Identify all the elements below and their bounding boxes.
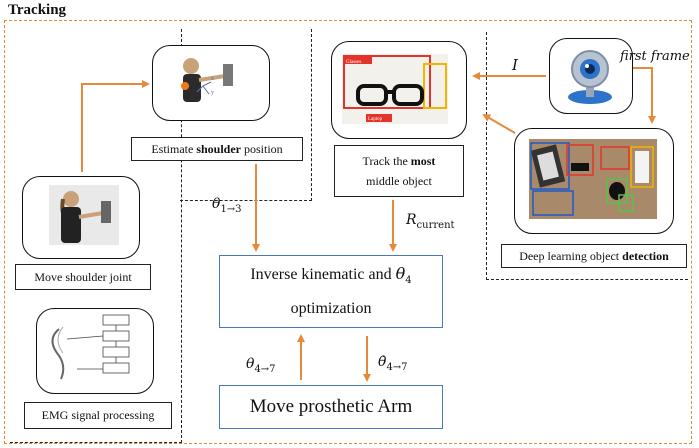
track-label-line2: middle object bbox=[366, 174, 432, 188]
theta47-sub: 4→7 bbox=[254, 363, 276, 375]
move-shoulder-image-box bbox=[22, 176, 140, 259]
ik-line2: optimization bbox=[290, 300, 372, 318]
shoulder-label-post: position bbox=[241, 141, 283, 156]
top-left-dashed-region bbox=[180, 29, 312, 201]
rcurrent-sub: current bbox=[416, 219, 455, 231]
detection-photo bbox=[529, 139, 657, 219]
woman-arm-photo bbox=[49, 185, 119, 245]
tag-laptop: Laptop bbox=[368, 117, 383, 122]
ik-theta-symbol: θ bbox=[395, 263, 406, 283]
svg-text:y: y bbox=[211, 90, 214, 96]
detection-label: Deep learning object detection bbox=[501, 244, 687, 268]
track-label-bold: most bbox=[410, 154, 436, 168]
tag-glasses: Glasses bbox=[346, 60, 361, 65]
svg-text:x: x bbox=[211, 76, 214, 82]
emg-block-diagram bbox=[51, 314, 130, 380]
track-label-pre: Track the bbox=[362, 154, 411, 168]
detection-label-pre: Deep learning object bbox=[519, 248, 623, 263]
rcurrent-symbol: R bbox=[406, 212, 417, 228]
ik-theta-sub: 4 bbox=[405, 275, 412, 287]
ik-line1: Inverse kinematic and θ4 bbox=[250, 260, 411, 295]
label-I: I bbox=[512, 56, 518, 74]
shoulder-illustration: xy bbox=[181, 58, 233, 102]
theta13-sub: 1→3 bbox=[220, 203, 242, 215]
track-label: Track the most middle object bbox=[334, 145, 464, 197]
shoulder-estimate-label: Estimate shoulder position bbox=[131, 137, 303, 161]
tracked-glasses-photo: Glasses Laptop bbox=[342, 54, 448, 124]
theta47dot-symbol: θ̇ bbox=[378, 354, 387, 370]
label-theta47: θ4→7 bbox=[246, 356, 276, 375]
left-dashed-region bbox=[10, 29, 182, 443]
emg-image-box bbox=[36, 308, 154, 394]
label-theta47dot: θ̇4→7 bbox=[378, 354, 408, 373]
emg-label: EMG signal processing bbox=[24, 402, 172, 429]
arrow-move-to-estimate bbox=[81, 80, 150, 172]
webcam-image-box bbox=[549, 38, 633, 114]
detection-label-bold: detection bbox=[622, 248, 669, 263]
arrow-detect-to-track bbox=[482, 113, 516, 134]
ik-line1-text: Inverse kinematic and bbox=[250, 265, 396, 283]
move-prosthetic-arm-box: Move prosthetic Arm bbox=[219, 385, 443, 429]
track-label-line1: Track the most bbox=[363, 151, 436, 171]
theta47-symbol: θ bbox=[246, 356, 255, 372]
webcam-icon bbox=[568, 50, 612, 104]
tracking-frame bbox=[4, 20, 692, 444]
arrow-first-frame bbox=[633, 67, 656, 124]
label-theta13: θ1→3 bbox=[212, 196, 242, 215]
theta47dot-sub: 4→7 bbox=[386, 361, 408, 373]
diagram-title: Tracking bbox=[8, 2, 67, 18]
label-first-frame: first frame bbox=[620, 49, 690, 64]
track-image-box: Glasses Laptop bbox=[331, 41, 467, 139]
inverse-kinematic-box: Inverse kinematic and θ4 optimization bbox=[219, 255, 443, 328]
right-dashed-region bbox=[486, 32, 688, 280]
label-rcurrent: Rcurrent bbox=[406, 212, 455, 231]
detection-image-box bbox=[514, 128, 674, 234]
move-shoulder-label: Move shoulder joint bbox=[15, 264, 151, 290]
shoulder-label-pre: Estimate bbox=[151, 141, 197, 156]
theta13-symbol: θ bbox=[212, 196, 221, 212]
shoulder-label-bold: shoulder bbox=[196, 141, 241, 156]
ik-theta4: θ4 bbox=[395, 263, 412, 287]
